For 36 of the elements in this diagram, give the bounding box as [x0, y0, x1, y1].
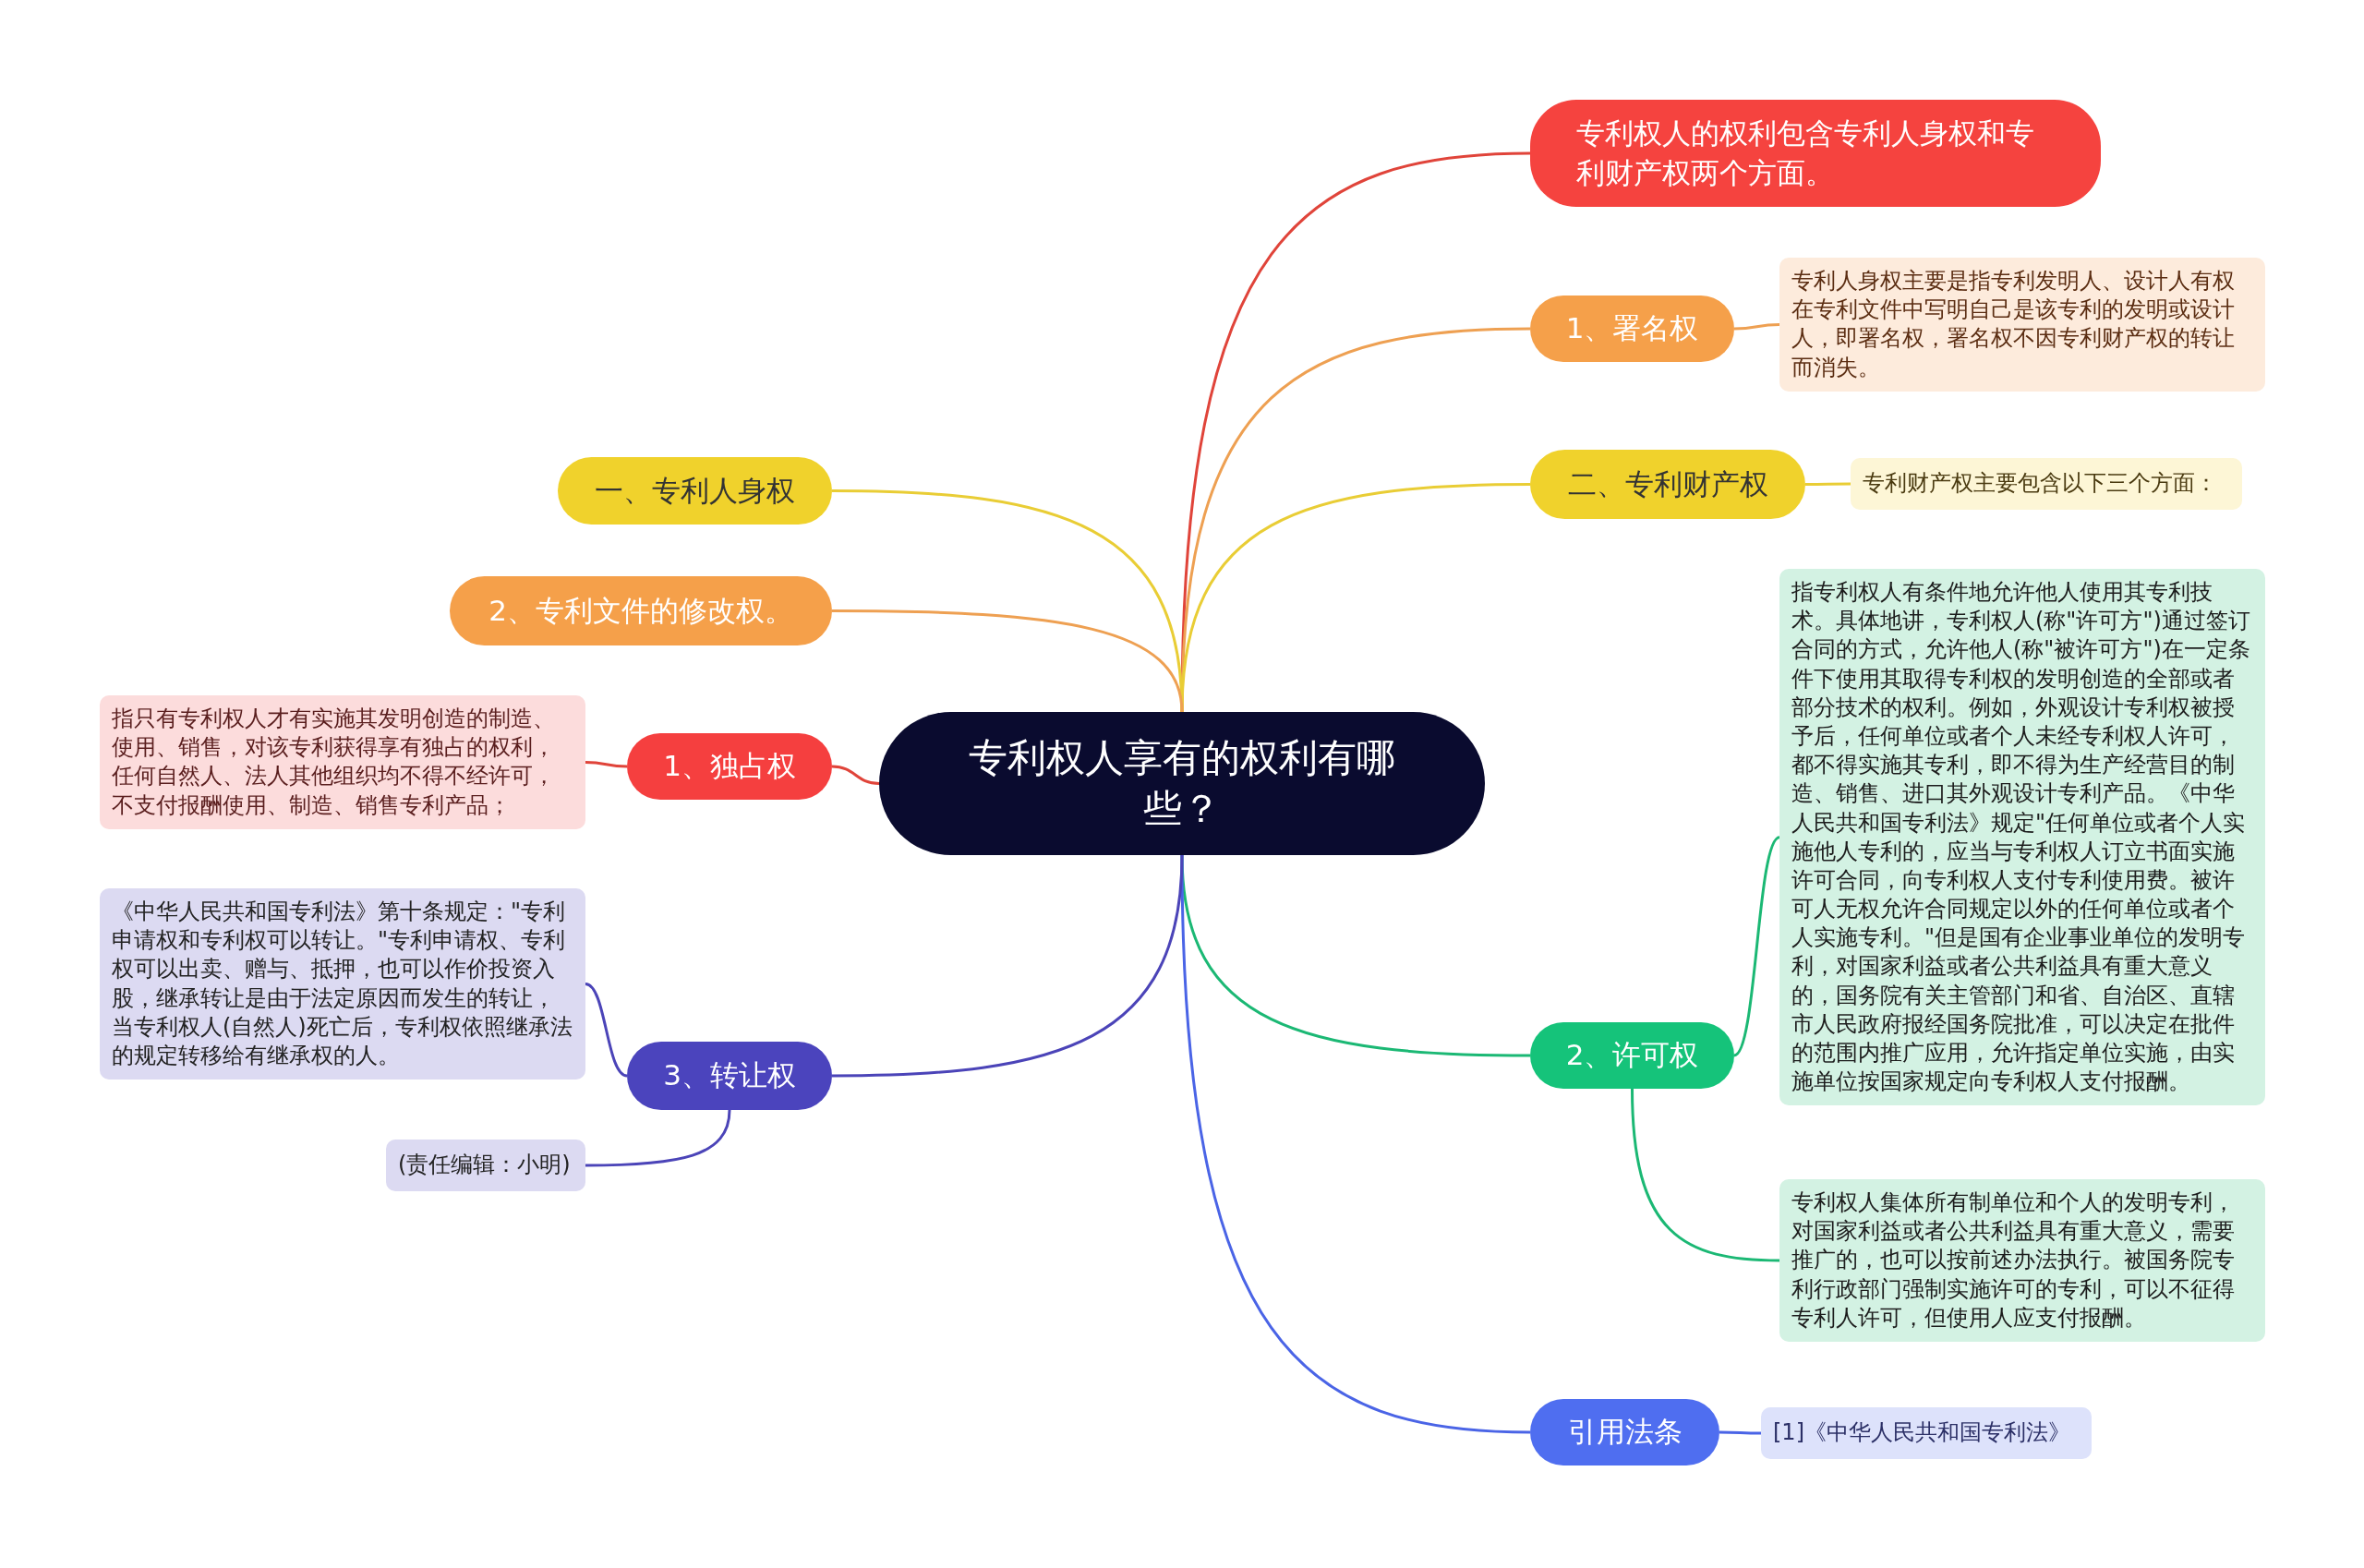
- connector-line: [1733, 322, 1780, 331]
- note-card: [1779, 258, 2265, 392]
- topic-text: 3、转让权: [663, 1057, 796, 1093]
- topic-text: 1、独占权: [663, 748, 796, 784]
- connector-line: [585, 983, 628, 1078]
- connector-line: [585, 1109, 731, 1167]
- topic-text: 专利权人集体所有制单位和个人的发明专利，对国家利益或者公共利益具有重大意义，需要推广的，也可以按前述办法执行。被国务院专利行政部门强制实施许可的专利，可以不征得专利人许可，但使用人应支付报酬。: [1791, 1188, 2236, 1333]
- connector-line: [831, 765, 880, 785]
- topic-text: 专利权人享有的权利有哪些？: [968, 733, 1396, 833]
- topic-text: 专利权人的权利包含专利人身权和专利财产权两个方面。: [1576, 115, 2035, 191]
- topic-text: 引用法条: [1567, 1414, 1683, 1450]
- topic-text: 二、专利财产权: [1567, 465, 1768, 502]
- topic-text: (责任编辑：小明): [398, 1151, 571, 1180]
- connector-line: [831, 854, 1184, 1078]
- topic-text: 2、许可权: [1565, 1037, 1699, 1073]
- note-card: [100, 695, 585, 829]
- topic-text: 专利财产权主要包含以下三个方面：: [1863, 469, 2217, 499]
- note-card: [1851, 458, 2242, 510]
- connector-line: [1805, 482, 1851, 486]
- topic-text: 一、专利人身权: [595, 472, 795, 509]
- connector-line: [1733, 836, 1780, 1057]
- topic-text: 专利人身权主要是指专利发明人、设计人有权在专利文件中写明自己是该专利的发明或设计人，即署名权，署名权不因专利财产权的转让而消失。: [1791, 267, 2236, 382]
- topic-text: 2、专利文件的修改权。: [488, 592, 793, 629]
- connector-line: [1719, 1430, 1761, 1435]
- topic-text: 1、署名权: [1565, 310, 1699, 346]
- connector-line: [1180, 854, 1531, 1434]
- connector-line: [1631, 1088, 1780, 1262]
- note-card: [386, 1140, 585, 1191]
- topic-text: 指专利权人有条件地允许他人使用其专利技术。具体地讲，专利权人(称"许可方")通过签订合同的方式，允许他人(称"被许可方")在一定条件下使用其取得专利权的发明创造的全部或者部分技术的权利。例如，外观设计专利权被授予后，任何单位或者个人未经专利权人许可，都不得实施其专利，即不得为生产经营目的制造、销售、进口其外观设计专利产品。《中华人民共和国专利法》规定"任何单位或者个人实施他人专利的，应当与专利权人订立书面实施许可合同，向专利权人支付专利使用费。被许可人无权允许合同规定以外的任何单位或者个人实施专利。"但是国有企业事业单位的发明专利，对国家利益或者公共利益具有重大意义的，国务院有关主管部门和省、自治区、直辖市人民政府报经国务院批准，可以决定在批件的范围内推广应用，允许指定单位实施，由实施单位按国家规定向专利权人支付报酬。: [1791, 578, 2251, 1097]
- topic-text: 指只有专利权人才有实施其发明创造的制造、使用、销售，对该专利获得享有独占的权利，任何自然人、法人其他组织均不得不经许可，不支付报酬使用、制造、销售专利产品；: [112, 705, 556, 820]
- connector-line: [832, 609, 1184, 713]
- note-card: [1779, 1179, 2265, 1342]
- note-card: [1761, 1407, 2092, 1459]
- topic-text: 《中华人民共和国专利法》第十条规定："专利申请权和专利权可以转让。"专利申请权、专利权可以出卖、赠与、抵押，也可以作价投资入股，继承转让是由于法定原因而发生的转让，当专利权人(自然人)死亡后，专利权依照继承法的规定转移给有继承权的人。: [112, 898, 573, 1070]
- topic-text: [1]《中华人民共和国专利法》: [1773, 1418, 2070, 1448]
- connector-line: [585, 760, 628, 768]
